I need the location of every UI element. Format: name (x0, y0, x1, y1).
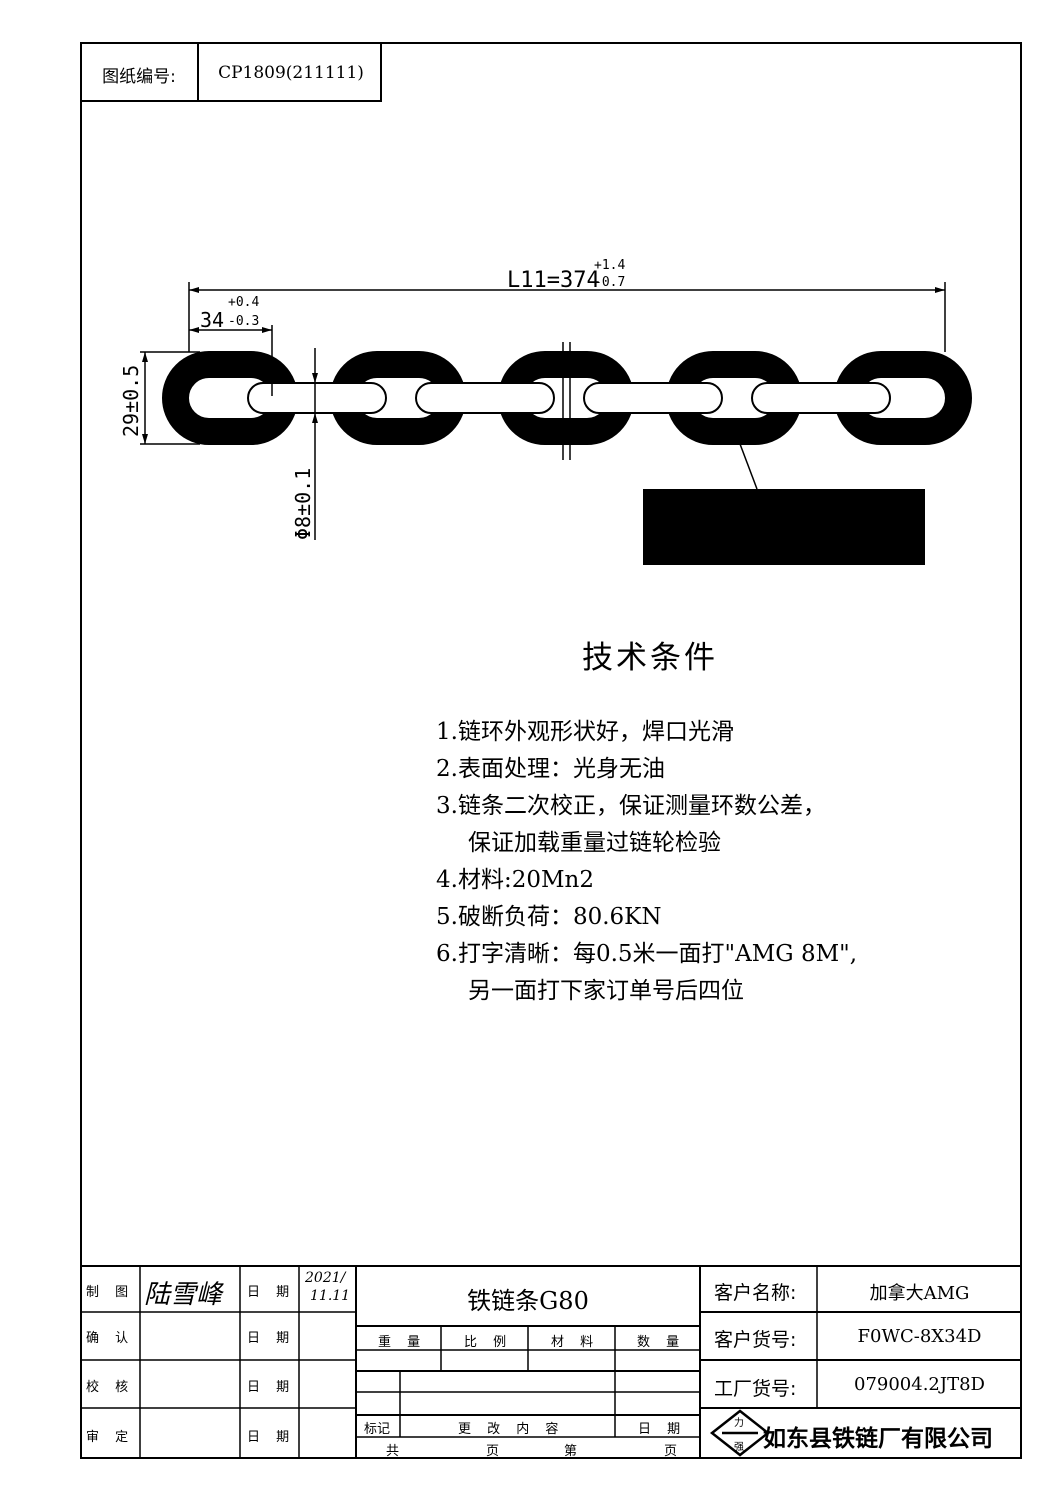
drawing-number-divider (197, 42, 199, 102)
pitch-arrow-right (262, 327, 272, 333)
tech-conditions-title: 技术条件 (582, 640, 718, 676)
dia-arrow-top (312, 373, 318, 383)
change-label: 更 改 内 容 (458, 1422, 565, 1437)
tech-conditions-list: 1.链环外观形状好，焊口光滑 2.表面处理：光身无油 3.链条二次校正，保证测量… (436, 714, 956, 1010)
company-logo-icon (709, 1409, 771, 1457)
row-label-check: 校 核 (86, 1380, 135, 1395)
drawing-number-value: CP1809(211111) (218, 63, 364, 83)
tech-item: 3.链条二次校正，保证测量环数公差， (436, 793, 826, 819)
pitch-tol-plus: +0.4 (228, 295, 259, 310)
len-arrow-left (189, 287, 199, 293)
width-arrow-top (142, 352, 148, 362)
total-label: 共 (386, 1444, 400, 1459)
pitch-main-text: 34 (200, 308, 224, 332)
no-label: 第 (564, 1444, 578, 1459)
marking-leader (736, 435, 758, 490)
date-value-line1: 2021/ (305, 1270, 346, 1286)
col-weight: 重 量 (378, 1335, 427, 1350)
diameter-text: Φ8±0.1 (291, 468, 315, 540)
marking-label: AMG 8M (707, 425, 761, 440)
side-link-2 (415, 382, 555, 414)
tech-item: 保证加载重量过链轮检验 (468, 830, 721, 856)
factory-no-label: 工厂货号: (714, 1378, 797, 1400)
width-text: 29±0.5 (119, 365, 143, 437)
len-tol-plus: +1.4 (594, 258, 625, 273)
drafter-signature: 陆雪峰 (144, 1280, 223, 1310)
len-tol-minus: -0.7 (594, 275, 625, 290)
company-name: 如东县铁链厂有限公司 (763, 1426, 993, 1452)
date-value-line2: 11.11 (310, 1288, 351, 1304)
side-link-3 (583, 382, 723, 414)
logo-bottom-char: 强 (734, 1441, 744, 1453)
change-date-label: 日 期 (638, 1422, 687, 1437)
col-qty: 数 量 (637, 1335, 686, 1350)
redacted-block (643, 489, 925, 565)
drawing-frame (80, 42, 1022, 1459)
page-label: 页 (486, 1444, 500, 1459)
row-label-approve: 审 定 (86, 1430, 135, 1445)
dia-arrow-bot (312, 413, 318, 423)
tech-item: 1.链环外观形状好，焊口光滑 (436, 719, 734, 745)
mark-label: 标记 (364, 1422, 391, 1437)
product-name: 铁链条G80 (467, 1287, 589, 1315)
len-arrow-right (935, 287, 945, 293)
tech-item: 4.材料:20Mn2 (436, 867, 594, 893)
date-label-3: 日 期 (247, 1380, 296, 1395)
customer-name: 加拿大AMG (869, 1283, 970, 1304)
col-material: 材 料 (551, 1335, 600, 1350)
pitch-tol-minus: -0.3 (228, 314, 259, 329)
row-label-drafter: 制 图 (86, 1285, 135, 1300)
customer-name-label: 客户名称: (714, 1282, 797, 1304)
drawing-number-box (80, 42, 382, 102)
tech-item: 6.打字清晰：每0.5米一面打"AMG 8M", (436, 941, 858, 967)
side-link-1 (247, 382, 387, 414)
width-arrow-bot (142, 434, 148, 444)
logo-top-char: 力 (734, 1416, 744, 1429)
pitch-arrow-left (189, 327, 199, 333)
page-label-2: 页 (664, 1444, 678, 1459)
customer-no: F0WC-8X34D (857, 1326, 982, 1347)
tech-item: 5.破断负荷：80.6KN (436, 904, 662, 930)
date-label-4: 日 期 (247, 1430, 296, 1445)
customer-no-label: 客户货号: (714, 1329, 797, 1351)
row-label-confirm: 确 认 (86, 1331, 135, 1346)
tech-item: 2.表面处理：光身无油 (436, 756, 665, 782)
col-scale: 比 例 (464, 1335, 513, 1350)
drawing-number-label: 图纸编号: (102, 67, 176, 87)
tech-item: 另一面打下家订单号后四位 (468, 978, 744, 1004)
side-link-4 (751, 382, 891, 414)
factory-no: 079004.2JT8D (854, 1374, 985, 1395)
date-label-2: 日 期 (247, 1331, 296, 1346)
len-main-text: L11=374 (507, 268, 600, 293)
date-label-1: 日 期 (247, 1285, 296, 1300)
